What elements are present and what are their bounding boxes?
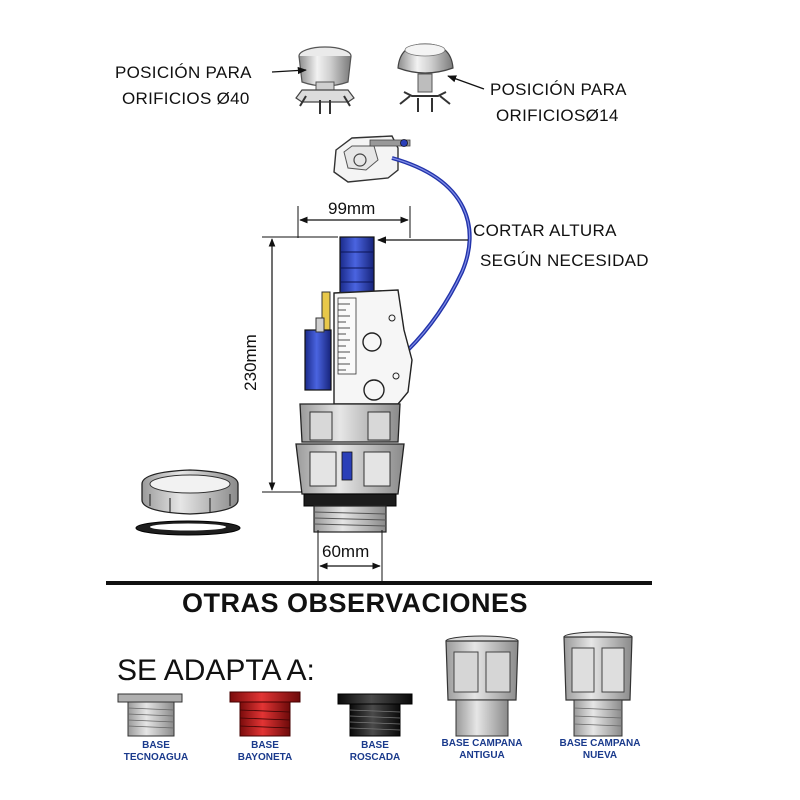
flush-valve-illustration <box>295 236 413 533</box>
push-button-14-illustration <box>397 43 454 112</box>
arrow-40-label <box>271 66 307 75</box>
label-cut-line1: CORTAR ALTURA <box>473 221 617 240</box>
push-button-40-illustration <box>295 46 355 114</box>
adapts-to-label: SE ADAPTA A: <box>117 654 315 687</box>
base-campana-nueva-illustration <box>563 631 633 737</box>
base-bayoneta-illustration <box>229 691 301 737</box>
nut-and-washer-illustration <box>135 469 241 536</box>
label-position-40-line1: POSICIÓN PARA <box>115 63 252 82</box>
base-roscada-illustration <box>337 693 413 737</box>
dimension-230mm <box>262 236 338 493</box>
arrow-14-label <box>447 75 485 90</box>
dimension-99mm <box>297 206 411 238</box>
dim-230mm-label: 230mm <box>240 334 260 391</box>
label-position-14-line2: ORIFICIOSØ14 <box>496 106 619 125</box>
base-campana-antigua-illustration <box>445 635 519 737</box>
cable-head-illustration <box>333 135 411 183</box>
blue-cable <box>391 156 472 352</box>
label-cut-line2: SEGÚN NECESIDAD <box>480 251 649 270</box>
section-heading: OTRAS OBSERVACIONES <box>182 588 529 618</box>
dim-60mm-label: 60mm <box>322 542 370 561</box>
label-position-14-line1: POSICIÓN PARA <box>490 80 627 99</box>
dimension-60mm <box>317 530 383 582</box>
dim-99mm-label: 99mm <box>328 199 376 218</box>
label-position-40-line2: ORIFICIOS Ø40 <box>122 89 250 108</box>
base-tecnoagua-illustration <box>117 693 183 737</box>
